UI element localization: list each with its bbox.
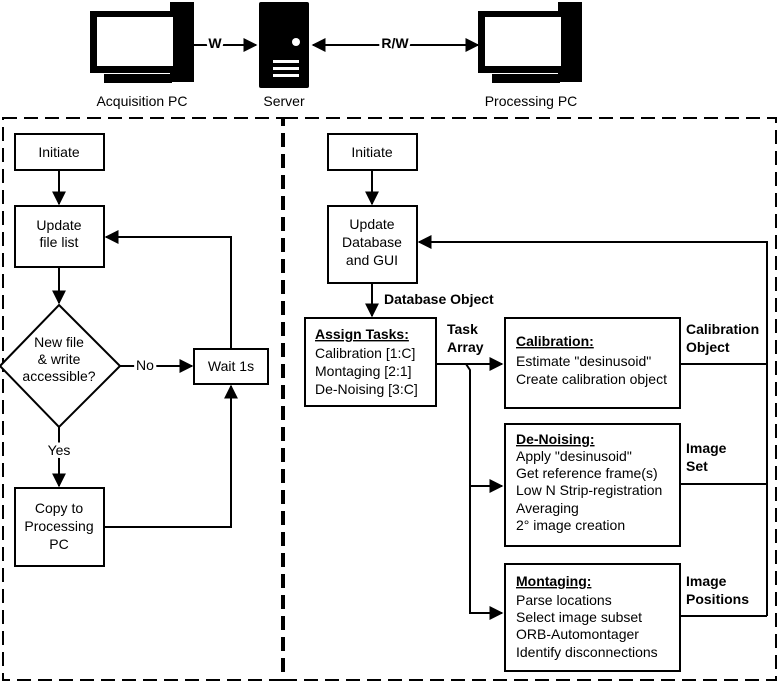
- acq-initiate-box: [14, 133, 105, 171]
- montaging-item-1: Parse locations: [516, 592, 612, 608]
- denoising-item-4: Averaging: [516, 500, 579, 516]
- montaging-box: [504, 563, 681, 672]
- yes-label: Yes: [48, 442, 71, 458]
- copy-line3: PC: [49, 536, 68, 552]
- processing-panel: [283, 117, 777, 681]
- processing-pc-icon: [478, 2, 582, 83]
- denoising-item-3: Low N Strip-registration: [516, 482, 662, 498]
- no-label: No: [136, 357, 154, 373]
- proc-initiate-box: [327, 133, 418, 171]
- update-file-list-line1: Update: [36, 217, 81, 233]
- acq-initiate-label: Initiate: [38, 144, 79, 160]
- denoising-item-5: 2° image creation: [516, 517, 625, 533]
- server-icon: [259, 2, 309, 88]
- update-db-box: [327, 205, 418, 284]
- montaging-output-line2: Positions: [686, 591, 749, 607]
- proc-initiate-label: Initiate: [351, 144, 392, 160]
- processing-pc-label: Processing PC: [485, 93, 578, 109]
- calibration-output-line1: Calibration: [686, 321, 759, 337]
- copy-line1: Copy to: [35, 500, 83, 516]
- montaging-item-2: Select image subset: [516, 609, 642, 625]
- task-array-line2: Array: [447, 339, 484, 355]
- assign-item-calibration: Calibration [1:C]: [315, 345, 415, 361]
- update-db-line1: Update: [349, 216, 394, 232]
- database-object-label: Database Object: [384, 291, 494, 307]
- wait-box: [193, 348, 269, 385]
- task-to-denoising-arrow: [465, 363, 504, 493]
- acq-server-link-label: W: [208, 35, 222, 51]
- task-to-montaging-arrow: [469, 486, 504, 620]
- decision-line1: New file: [34, 334, 84, 350]
- copy-to-wait-arrow: [104, 384, 238, 528]
- assign-item-montaging: Montaging [2:1]: [315, 363, 412, 379]
- copy-line2: Processing: [24, 518, 93, 534]
- montaging-output-line1: Image: [686, 573, 727, 589]
- denoising-output-line2: Set: [686, 458, 708, 474]
- update-db-line2: Database: [342, 234, 402, 250]
- server-proc-link-label: R/W: [381, 35, 409, 51]
- denoising-box: [504, 423, 681, 547]
- calibration-title: Calibration:: [516, 333, 594, 349]
- assign-item-denoising: De-Noising [3:C]: [315, 381, 418, 397]
- feedback-to-database-arrow: [417, 235, 768, 616]
- montaging-title: Montaging:: [516, 573, 591, 589]
- denoising-title: De-Noising:: [516, 431, 595, 447]
- calibration-item-1: Estimate "desinusoid": [516, 353, 651, 369]
- acquisition-panel: [2, 117, 283, 681]
- denoising-item-1: Apply "desinusoid": [516, 448, 632, 464]
- montaging-item-3: ORB-Automontager: [516, 626, 639, 642]
- server-label: Server: [263, 93, 305, 109]
- update-db-line3: and GUI: [346, 252, 398, 268]
- montaging-item-4: Identify disconnections: [516, 644, 658, 660]
- calibration-output-line2: Object: [686, 339, 730, 355]
- calibration-item-2: Create calibration object: [516, 371, 667, 387]
- acquisition-pc-icon: [90, 2, 194, 83]
- calibration-box: [504, 317, 681, 409]
- wait-loop-arrow: [104, 230, 232, 349]
- copy-box: [14, 487, 105, 567]
- task-array-line1: Task: [447, 321, 478, 337]
- wait-label: Wait 1s: [208, 358, 254, 374]
- update-file-list-line2: file list: [40, 234, 79, 250]
- assign-tasks-title: Assign Tasks:: [315, 326, 409, 342]
- assign-tasks-box: [304, 317, 437, 407]
- decision-line2: & write: [38, 351, 81, 367]
- acquisition-pc-label: Acquisition PC: [96, 93, 187, 109]
- decision-line3: accessible?: [22, 368, 95, 384]
- denoising-item-2: Get reference frame(s): [516, 465, 658, 481]
- denoising-output-line1: Image: [686, 440, 727, 456]
